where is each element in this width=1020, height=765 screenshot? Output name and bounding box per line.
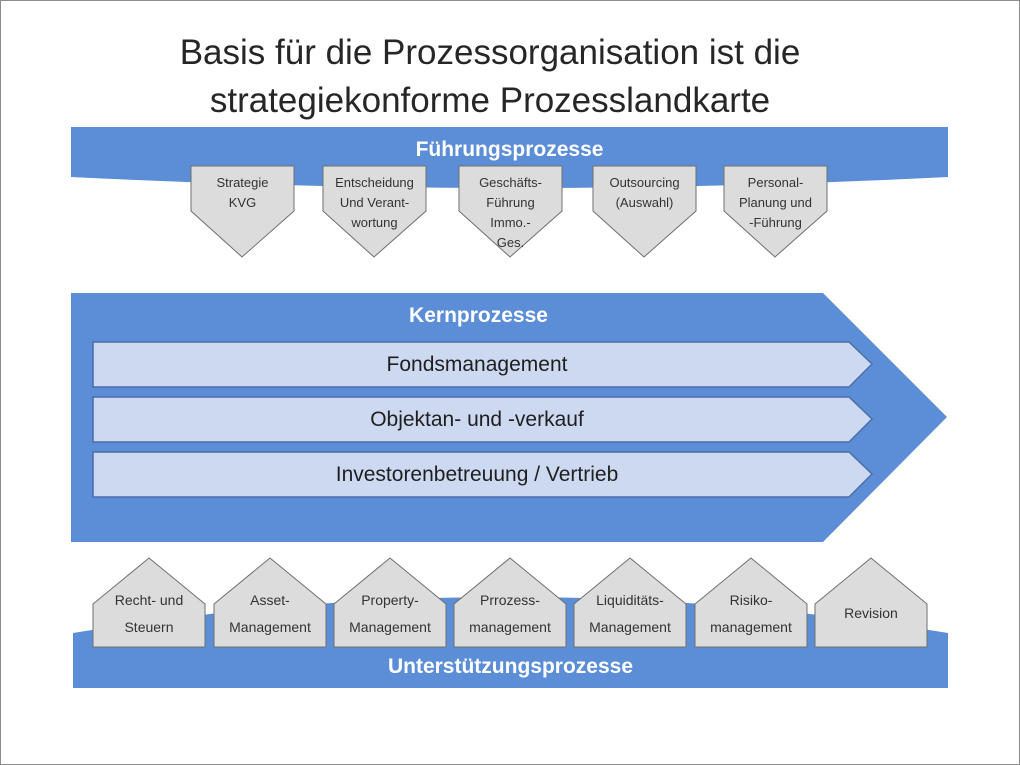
fuehrung-label-1-line-2: KVG xyxy=(228,195,257,210)
support-label-4-line-1: Prrozess- xyxy=(480,592,540,608)
support-label-3: Property- Management xyxy=(334,587,446,641)
kern-bar-3-label: Investorenbetreuung / Vertrieb xyxy=(335,463,619,486)
fuehrung-title: Führungsprozesse xyxy=(415,138,604,161)
fuehrung-label-4-line-2: (Auswahl) xyxy=(615,195,674,210)
fuehrung-label-5-line-2: Planung und xyxy=(738,195,812,210)
support-label-5-line-2: Management xyxy=(589,619,671,635)
support-label-2-line-2: Management xyxy=(229,619,311,635)
kern-bar-2 xyxy=(92,396,874,443)
fuehrung-shape-3 xyxy=(458,165,563,258)
support-label-7: Revision xyxy=(815,600,927,627)
support-shape-3 xyxy=(333,557,447,648)
fuehrung-label-2-line-1: Entscheidung xyxy=(335,175,414,190)
fuehrung-label-2: Entscheidung Und Verant- wortung xyxy=(323,173,426,233)
fuehrung-shape-1 xyxy=(190,165,295,258)
support-label-5-line-1: Liquiditäts- xyxy=(596,592,664,608)
fuehrung-label-5: Personal- Planung und -Führung xyxy=(724,173,827,233)
kern-title: Kernprozesse xyxy=(409,304,548,327)
support-label-2: Asset- Management xyxy=(214,587,326,641)
slide-title: Basis für die Prozessorganisation ist di… xyxy=(1,29,979,125)
support-label-1: Recht- und Steuern xyxy=(93,587,205,641)
unterstuetzung-title: Unterstützungsprozesse xyxy=(387,655,634,678)
fuehrung-label-3-line-3: Immo.- xyxy=(490,215,531,230)
fuehrung-label-1-line-1: Strategie xyxy=(216,175,269,190)
fuehrung-shape-2 xyxy=(322,165,427,258)
fuehrung-shape-4 xyxy=(592,165,697,258)
support-label-2-line-1: Asset- xyxy=(250,592,290,608)
support-shape-6 xyxy=(694,557,808,648)
support-label-1-line-1: Recht- und xyxy=(114,592,184,608)
support-shape-7 xyxy=(814,557,928,648)
fuehrung-label-5-line-3: -Führung xyxy=(749,215,802,230)
fuehrung-label-2-line-2: Und Verant- xyxy=(339,195,410,210)
fuehrung-label-1: Strategie KVG xyxy=(191,173,294,213)
support-label-7-line-1: Revision xyxy=(844,605,898,621)
fuehrung-label-2-line-3: wortung xyxy=(351,215,398,230)
kern-bar-1 xyxy=(92,341,874,388)
support-label-5: Liquiditäts- Management xyxy=(574,587,686,641)
support-label-6: Risiko- management xyxy=(695,587,807,641)
support-label-6-line-2: management xyxy=(710,619,792,635)
support-label-6-line-1: Risiko- xyxy=(729,592,773,608)
fuehrung-label-3: Geschäfts- Führung Immo.- Ges. xyxy=(459,173,562,253)
fuehrung-shape-5 xyxy=(723,165,828,258)
support-label-1-line-2: Steuern xyxy=(124,619,174,635)
fuehrung-label-4: Outsourcing (Auswahl) xyxy=(593,173,696,213)
fuehrung-label-3-line-1: Geschäfts- xyxy=(479,175,542,190)
fuehrung-label-4-line-1: Outsourcing xyxy=(609,175,680,190)
support-shape-2 xyxy=(213,557,327,648)
support-shape-4 xyxy=(453,557,567,648)
title-line-1: Basis für die Prozessorganisation ist di… xyxy=(179,33,801,72)
kern-bar-2-label: Objektan- und -verkauf xyxy=(370,408,584,431)
support-label-3-line-2: Management xyxy=(349,619,431,635)
support-label-3-line-1: Property- xyxy=(361,592,419,608)
kern-bar-3 xyxy=(92,451,874,498)
fuehrung-label-3-line-4: Ges. xyxy=(496,235,525,250)
title-line-2: strategiekonforme Prozesslandkarte xyxy=(209,81,771,120)
support-label-4: Prrozess- management xyxy=(454,587,566,641)
support-shape-1 xyxy=(92,557,206,648)
kern-bar-1-label: Fondsmanagement xyxy=(386,353,568,376)
support-shape-5 xyxy=(573,557,687,648)
support-label-4-line-2: management xyxy=(469,619,551,635)
fuehrung-label-3-line-2: Führung xyxy=(486,195,535,210)
fuehrung-label-5-line-1: Personal- xyxy=(747,175,804,190)
